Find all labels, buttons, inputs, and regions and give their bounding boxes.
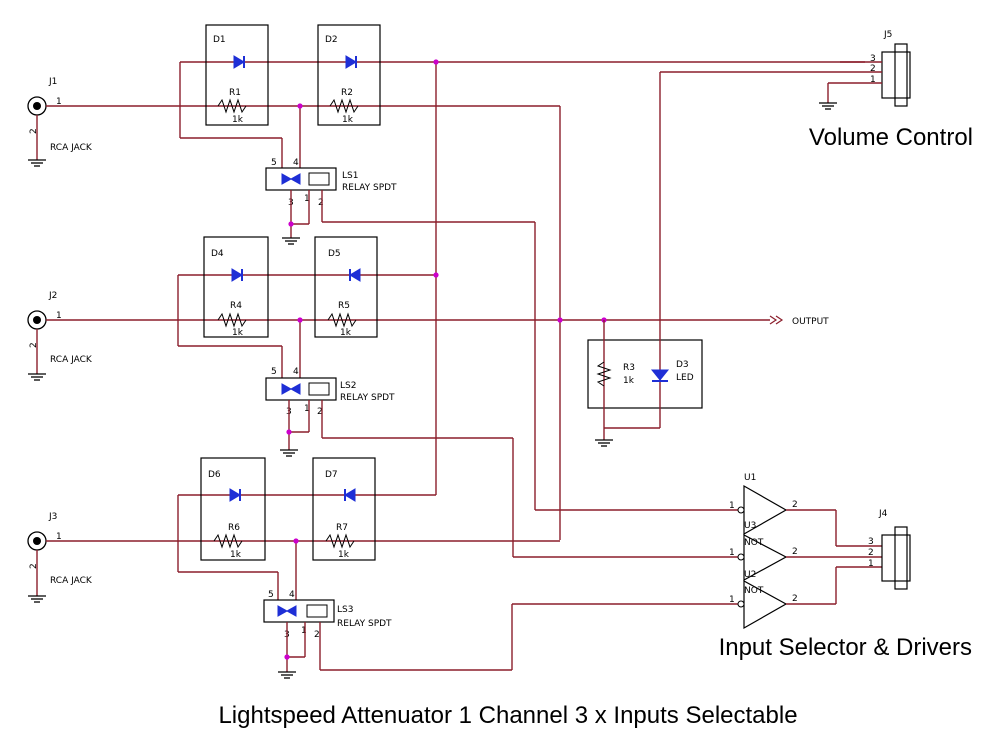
ls2-ref: LS2 (340, 381, 356, 391)
j4-pin1: 1 (868, 559, 874, 569)
j3-pin2: 2 (29, 563, 39, 569)
ls1-ref: LS1 (342, 171, 358, 181)
ls1-pin2: 2 (318, 198, 324, 208)
channel-3: J3 1 2 RCA JACK D6 R6 1k D7 R7 (27, 457, 560, 679)
d3-ref: D3 (676, 360, 689, 370)
u3-type: NOT (744, 538, 764, 548)
j2-pin2: 2 (29, 342, 39, 348)
r4-value: 1k (232, 328, 244, 338)
d5-r5-block: D5 R5 1k (314, 236, 378, 338)
ls1-pin5: 5 (271, 158, 277, 168)
u3-in: 1 (729, 548, 735, 558)
ls3-pin4: 4 (289, 590, 295, 600)
j1-ref: J1 (48, 77, 57, 87)
r6-value: 1k (230, 550, 242, 560)
d4-ref: D4 (211, 249, 224, 259)
j4-ref: J4 (878, 509, 888, 519)
j5-pin1: 1 (870, 75, 876, 85)
j5-pin3: 3 (870, 54, 876, 64)
j2-pin1: 1 (56, 311, 62, 321)
d3-value: LED (676, 373, 694, 383)
j3-label: RCA JACK (50, 576, 93, 586)
j1-label: RCA JACK (50, 143, 93, 153)
u3-out: 2 (792, 547, 798, 557)
u2-type: NOT (744, 586, 764, 596)
j1-pin1: 1 (56, 97, 62, 107)
relay-ls2: 5 4 LS2 RELAY SPDT 3 1 2 (265, 367, 514, 557)
r1-ref: R1 (229, 88, 241, 98)
inverter-u2: U2 NOT 1 2 (512, 566, 882, 630)
ls3-ref: LS3 (337, 605, 353, 615)
d2-ref: D2 (325, 35, 338, 45)
u1-ref: U1 (744, 473, 756, 483)
j4-pin3: 3 (868, 537, 874, 547)
d7-r7-block: D7 R7 1k (312, 457, 376, 561)
ls3-pin5: 5 (268, 590, 274, 600)
d4-r4-block: D4 R4 1k (203, 236, 269, 338)
r4-ref: R4 (230, 301, 242, 311)
volume-caption: Volume Control (809, 124, 973, 151)
inverter-u1: U1 1 2 (535, 473, 882, 547)
connector-j4: J4 3 2 1 (868, 509, 911, 590)
ls2-pin1: 1 (304, 404, 310, 414)
u2-in: 1 (729, 595, 735, 605)
ls1-pin4: 4 (293, 158, 299, 168)
selector-caption: Input Selector & Drivers (719, 634, 972, 661)
r3-ref: R3 (623, 363, 635, 373)
j5-ref: J5 (883, 30, 892, 40)
d1-ref: D1 (213, 35, 226, 45)
rca-jack-j1: J1 1 2 RCA JACK (27, 77, 93, 167)
output-port: OUTPUT (769, 315, 829, 327)
u1-in: 1 (729, 501, 735, 511)
u2-ref: U2 (744, 570, 756, 580)
j2-ref: J2 (48, 291, 57, 301)
j4-pin2: 2 (868, 548, 874, 558)
j1-pin2: 2 (29, 128, 39, 134)
u1-out: 2 (792, 500, 798, 510)
r6-ref: R6 (228, 523, 240, 533)
r2-ref: R2 (341, 88, 353, 98)
ls2-pin4: 4 (293, 367, 299, 377)
d7-ref: D7 (325, 470, 338, 480)
r7-value: 1k (338, 550, 350, 560)
ls2-pin2: 2 (317, 407, 323, 417)
ls2-type: RELAY SPDT (340, 393, 395, 403)
ls3-pin1: 1 (301, 626, 307, 636)
ls3-pin2: 2 (314, 630, 320, 640)
junction-dots (284, 59, 607, 660)
r5-value: 1k (340, 328, 352, 338)
r5-ref: R5 (338, 301, 350, 311)
rca-jack-j2: J2 1 2 RCA JACK (27, 291, 93, 381)
j5-pin2: 2 (870, 64, 876, 74)
d6-r6-block: D6 R6 1k (200, 457, 266, 561)
connector-j5: J5 3 2 1 (660, 30, 911, 110)
diagram-title: Lightspeed Attenuator 1 Channel 3 x Inpu… (218, 702, 797, 729)
channel-2: J2 1 2 RCA JACK D4 R4 1k D5 R5 (27, 236, 770, 557)
led-block: R3 1k D3 LED (587, 72, 703, 447)
r1-value: 1k (232, 115, 244, 125)
inverter-u3: U3 NOT 1 2 (513, 521, 882, 582)
u3-ref: U3 (744, 521, 756, 531)
channel-1: J1 1 2 RCA JACK D1 R1 1k D2 (27, 24, 865, 540)
relay-ls1: 5 4 LS1 RELAY SPDT 3 1 2 (265, 158, 536, 510)
ls2-pin5: 5 (271, 367, 277, 377)
relay-ls3: 5 4 LS3 RELAY SPDT 3 1 2 (263, 590, 513, 679)
j3-pin1: 1 (56, 532, 62, 542)
output-label: OUTPUT (792, 317, 829, 327)
d1-r1-block: D1 R1 1k (205, 24, 269, 126)
ls3-type: RELAY SPDT (337, 619, 392, 629)
d6-ref: D6 (208, 470, 221, 480)
j2-label: RCA JACK (50, 355, 93, 365)
r3-value: 1k (623, 376, 635, 386)
d2-r2-block: D2 R2 1k (317, 24, 381, 126)
j3-ref: J3 (48, 512, 57, 522)
r7-ref: R7 (336, 523, 348, 533)
rca-jack-j3: J3 1 2 RCA JACK (27, 512, 93, 603)
ls1-pin1: 1 (304, 194, 310, 204)
r2-value: 1k (342, 115, 354, 125)
d5-ref: D5 (328, 249, 341, 259)
u2-out: 2 (792, 594, 798, 604)
ls1-type: RELAY SPDT (342, 183, 397, 193)
